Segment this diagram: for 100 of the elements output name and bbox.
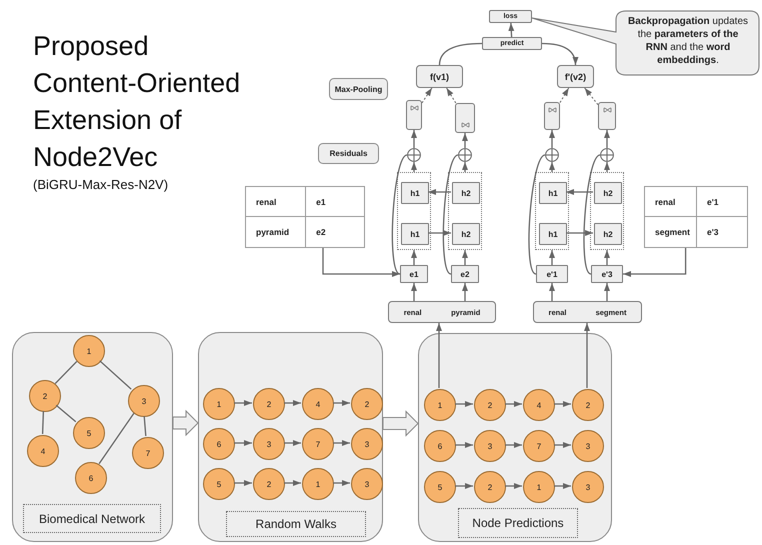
graph-node: 2 <box>253 468 285 500</box>
table-cell-text: e2 <box>315 226 327 239</box>
arrow <box>549 283 555 301</box>
addition-symbol <box>600 148 614 162</box>
arrow <box>566 189 593 195</box>
arrow <box>554 442 571 448</box>
arrow <box>462 283 468 301</box>
arrow <box>554 401 571 407</box>
arrow <box>422 88 432 104</box>
arrow <box>428 189 451 195</box>
graph-node: 6 <box>203 428 235 460</box>
dotted-group-frame <box>535 172 569 250</box>
connector-line <box>144 416 146 436</box>
connector-line <box>56 404 76 422</box>
graph-node: 2 <box>29 380 61 412</box>
vector-box: e'3 <box>591 265 623 283</box>
arrow <box>455 401 473 407</box>
graph-node: 1 <box>523 471 555 503</box>
vector-box: e2 <box>451 265 479 283</box>
arrow <box>436 323 442 388</box>
addition-symbol <box>545 148 559 162</box>
subtitle: (BiGRU-Max-Res-N2V) <box>33 177 168 192</box>
arrow <box>604 162 610 172</box>
arrow <box>505 401 522 407</box>
table-cell-text: e'3 <box>706 226 720 239</box>
block-arrow <box>172 410 199 436</box>
arrow <box>234 440 252 446</box>
arrow <box>462 250 468 265</box>
graph-node: 7 <box>302 428 334 460</box>
graph-node: 3 <box>351 468 383 500</box>
connector-line <box>583 154 600 275</box>
vector-box: h2 <box>452 223 480 245</box>
arrow <box>428 230 451 236</box>
vector-box: e'1 <box>536 265 568 283</box>
diagram-title: Proposed Content-Oriented Extension of Node2Vec <box>33 30 242 174</box>
graph-node: 2 <box>474 471 506 503</box>
pooling-box <box>598 102 616 130</box>
token-box <box>533 301 642 323</box>
arrow <box>411 283 417 301</box>
arrow <box>566 230 593 236</box>
arrow <box>234 400 252 406</box>
graph-node: 3 <box>128 385 160 417</box>
vector-box: h1 <box>539 182 567 204</box>
connector-line <box>54 360 78 384</box>
arrow <box>623 248 686 277</box>
connector-line <box>42 410 44 434</box>
callout-text: Backpropagation updates the parameters of the RNN and the word embeddings. <box>626 15 750 67</box>
arrow <box>411 250 417 265</box>
arrow <box>549 250 555 265</box>
table-cell: renal <box>645 187 698 217</box>
vector-box: h2 <box>594 182 622 204</box>
table-cell: e1 <box>306 187 364 217</box>
arrow <box>322 248 400 277</box>
graph-node: 3 <box>572 430 604 462</box>
arrow <box>505 483 522 489</box>
arrow <box>508 22 514 38</box>
arrow <box>446 88 456 104</box>
panel-background <box>198 332 383 542</box>
graph-node: 7 <box>523 430 555 462</box>
lookup-table <box>245 186 365 248</box>
table-cell: e'1 <box>697 187 747 217</box>
arrow <box>411 162 417 172</box>
arrow <box>584 323 590 388</box>
arrow <box>411 130 417 148</box>
panel-caption: Biomedical Network <box>23 504 161 533</box>
graph-node: 5 <box>203 468 235 500</box>
note-box: Max-Pooling <box>329 78 388 100</box>
connector-line <box>99 360 132 390</box>
graph-node: 1 <box>203 388 235 420</box>
graph-node: 2 <box>572 389 604 421</box>
graph-node: 1 <box>302 468 334 500</box>
vector-box: e1 <box>400 265 428 283</box>
arrow <box>284 440 301 446</box>
connector-line <box>98 412 134 464</box>
connector-line <box>442 154 458 275</box>
arrow <box>554 483 571 489</box>
pooling-box <box>544 102 560 130</box>
table-cell: pyramid <box>246 217 306 247</box>
panel-caption: Random Walks <box>226 511 366 537</box>
graph-node: 3 <box>253 428 285 460</box>
panel-caption: Node Predictions <box>458 508 578 538</box>
connector-line <box>438 42 482 66</box>
arrow <box>462 162 468 172</box>
arrow <box>584 88 598 106</box>
panel-background <box>418 333 612 542</box>
addition-symbol <box>407 148 421 162</box>
graph-node: 5 <box>73 417 105 449</box>
dotted-group-frame <box>448 172 482 250</box>
graph-node: 3 <box>474 430 506 462</box>
token-box <box>388 301 496 323</box>
graph-node: 2 <box>253 388 285 420</box>
panel-background <box>12 332 173 542</box>
vector-box: h2 <box>452 182 480 204</box>
vector-box: h2 <box>594 223 622 245</box>
table-cell: renal <box>246 187 306 217</box>
graph-node: 3 <box>351 428 383 460</box>
arrow <box>542 42 578 66</box>
arrow <box>549 162 555 172</box>
pooling-box <box>406 100 422 130</box>
graph-node: 6 <box>75 462 107 494</box>
